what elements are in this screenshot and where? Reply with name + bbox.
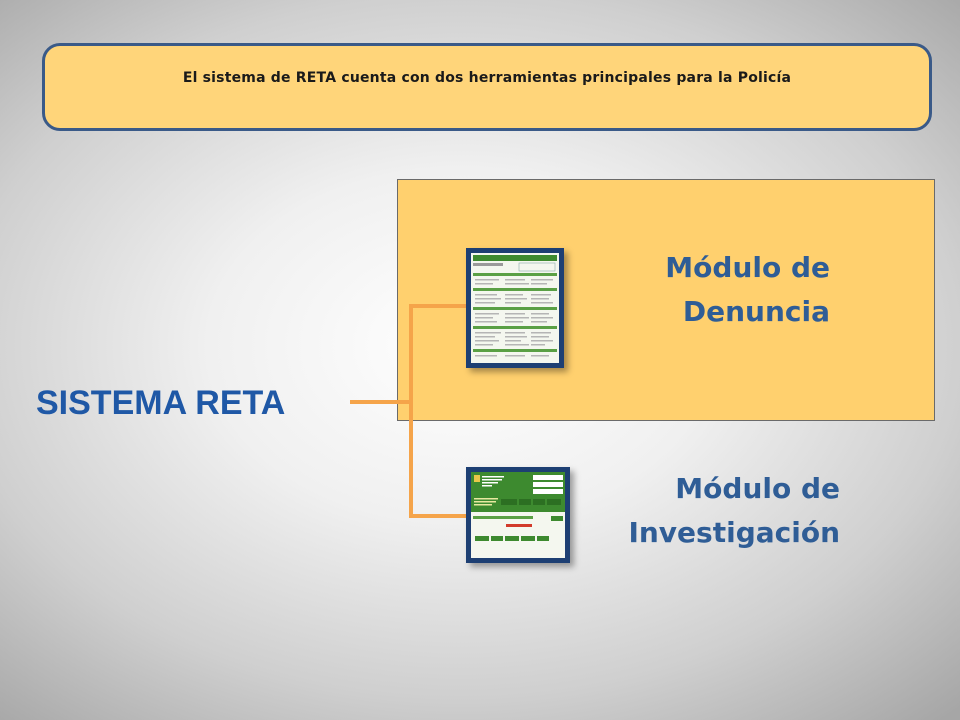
form-document-icon <box>471 253 559 363</box>
module-investigacion-line1: Módulo de <box>675 472 840 505</box>
app-screen-icon <box>471 472 565 558</box>
module-investigacion-label: Módulo de Investigación <box>600 467 840 555</box>
denuncia-form-thumbnail[interactable] <box>466 248 564 368</box>
banner-text: El sistema de RETA cuenta con dos herram… <box>182 70 792 86</box>
header-banner: El sistema de RETA cuenta con dos herram… <box>42 43 932 131</box>
investigacion-screen-thumbnail[interactable] <box>466 467 570 563</box>
module-denuncia-label: Módulo de Denuncia <box>600 246 830 334</box>
system-title: SISTEMA RETA <box>36 384 286 422</box>
module-denuncia-line1: Módulo de <box>665 251 830 284</box>
module-denuncia-line2: Denuncia <box>682 295 830 328</box>
module-investigacion-line2: Investigación <box>628 516 840 549</box>
